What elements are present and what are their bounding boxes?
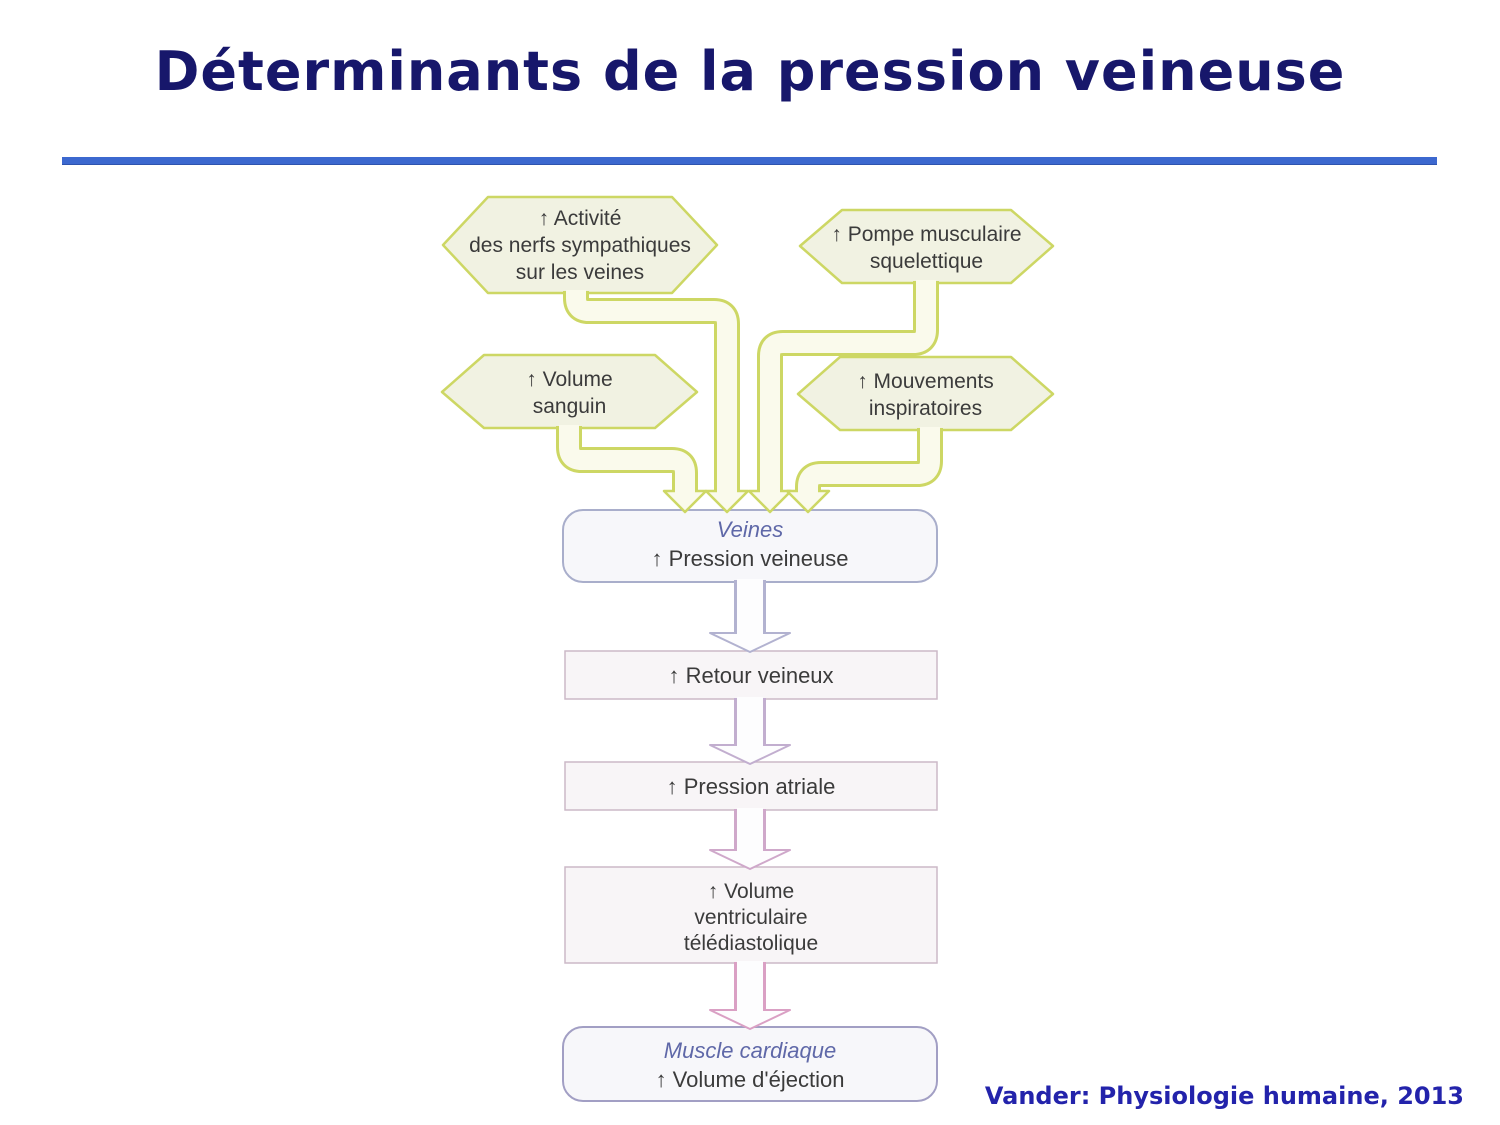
- citation: Vander: Physiologie humaine, 2013: [984, 1082, 1464, 1110]
- step-label-atrial-pressure: ↑ Pression atriale: [666, 774, 836, 799]
- flow-arrowhead: [709, 1009, 791, 1030]
- connector-arrowhead: [704, 489, 750, 514]
- flow-arrowheads: [709, 632, 791, 1030]
- veins-box-heading: Veines: [716, 517, 784, 542]
- heart-box-heading: Muscle cardiaque: [663, 1038, 837, 1063]
- factor-label-muscle-pump: ↑ Pompe musculaire squelettique: [831, 223, 1022, 273]
- factor-hexagon-blood-volume: [440, 353, 699, 430]
- factor-pipe-inners: [559, 280, 940, 492]
- factor-label-inspiratory: ↑ Mouvements inspiratoires: [857, 370, 994, 420]
- step-label-venous-return: ↑ Retour veineux: [668, 663, 834, 688]
- connector-arrowhead: [785, 489, 831, 514]
- flow-arrowhead: [709, 632, 791, 653]
- factor-label-blood-volume: ↑ Volume sanguin: [526, 368, 613, 418]
- factor-hexagons: [440, 195, 1055, 432]
- factor-label-sympathetic: ↑ Activité des nerfs sympathiques sur le…: [469, 207, 691, 284]
- factor-hexagon-inspiratory: [796, 355, 1055, 432]
- flow-arrowhead: [709, 744, 791, 765]
- heart-box-label: ↑ Volume d'éjection: [655, 1067, 845, 1092]
- factor-arrowheads: [662, 489, 831, 514]
- slide-title: Déterminants de la pression veineuse: [154, 40, 1346, 103]
- step-label-ventricular-volume: ↑ Volume ventriculaire télédiastolique: [683, 880, 819, 955]
- title-divider: [62, 157, 1437, 165]
- step-boxes: [564, 650, 938, 964]
- flow-arrowhead: [709, 849, 791, 870]
- veins-box-label: ↑ Pression veineuse: [651, 546, 849, 571]
- connector-arrowhead: [747, 489, 793, 514]
- step-box-ventricular-volume: [564, 866, 938, 964]
- factor-hexagon-sympathetic: [441, 195, 719, 295]
- factor-hexagon-muscle-pump: [798, 208, 1055, 285]
- connector-arrowhead: [662, 489, 708, 514]
